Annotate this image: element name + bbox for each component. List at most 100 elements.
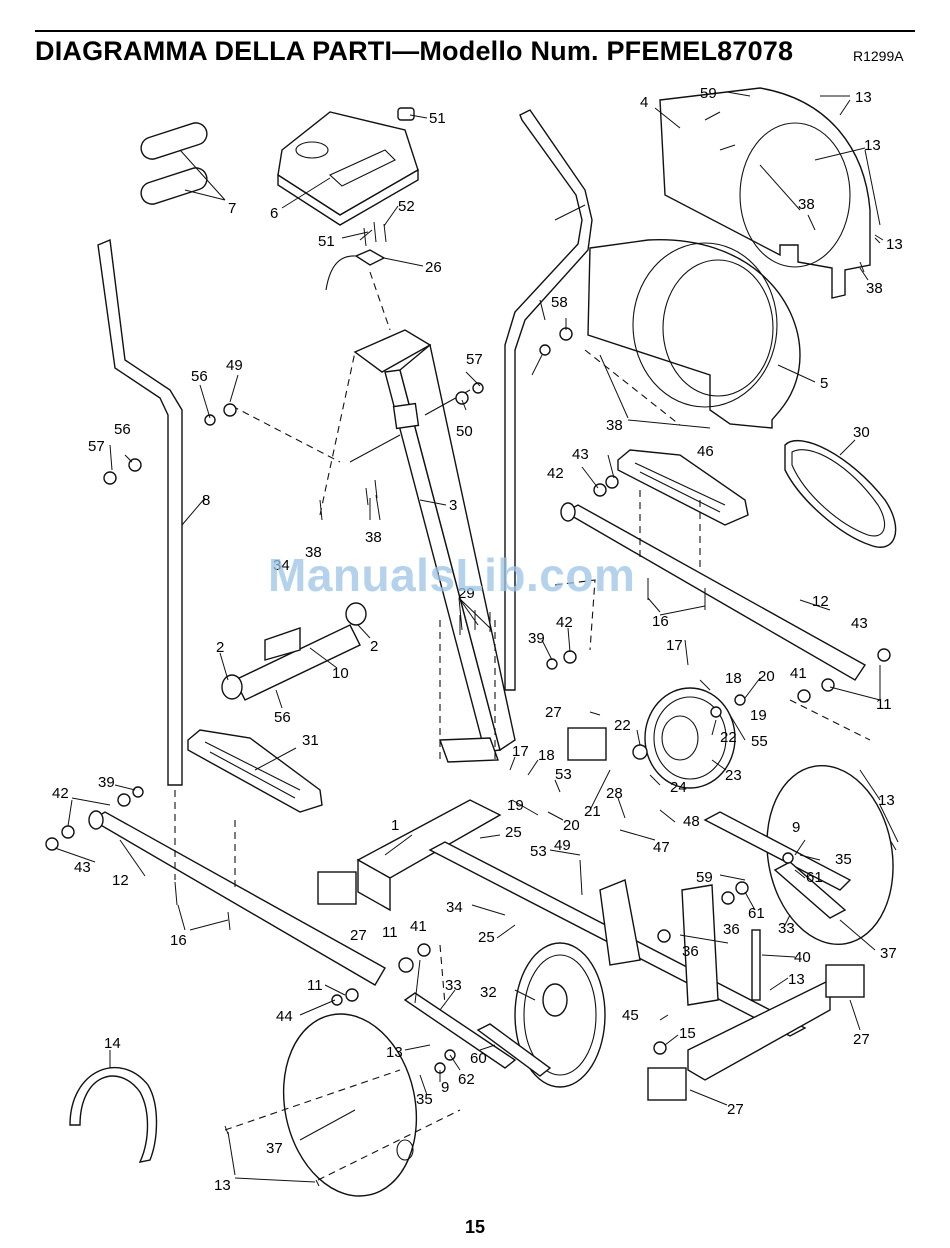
callout-label: 20 [758,668,775,685]
callout-label: 34 [273,557,290,574]
console [277,107,419,226]
callout-label: 42 [556,614,573,631]
flywheel-bracket [599,879,761,1006]
callout-label: 11 [382,924,398,941]
callout-label: 38 [866,280,883,297]
callout-label: 8 [202,492,210,509]
callout-label: 36 [723,921,740,938]
right-upper-arm [504,109,593,691]
callout-label: 9 [792,819,800,836]
callout-label: 51 [429,110,446,127]
callout-label: 25 [505,824,522,841]
callout-label: 39 [528,630,545,647]
callout-label: 40 [794,949,811,966]
callout-label: 13 [386,1044,403,1061]
callout-label: 58 [551,294,568,311]
outer-shield [587,239,801,429]
callout-label: 39 [98,774,115,791]
assembly-lines [174,271,871,1181]
end-caps [317,727,865,1101]
callout-label: 25 [478,929,495,946]
callout-label: 12 [812,593,829,610]
callout-label: 27 [853,1031,870,1048]
callout-label: 2 [216,639,224,656]
callout-label: 29 [458,585,475,602]
right-disc [766,765,894,945]
callout-label: 11 [307,977,323,994]
callout-label: 61 [806,869,823,886]
hardware [45,234,897,1187]
callout-label: 60 [470,1050,487,1067]
callout-label: 34 [446,899,463,916]
callout-label: 28 [606,785,623,802]
callout-label: 41 [790,665,807,682]
callout-label: 47 [653,839,670,856]
callout-label: 52 [398,198,415,215]
callout-label: 51 [318,233,335,250]
callout-label: 22 [614,717,631,734]
callout-label: 43 [572,446,589,463]
callout-label: 46 [697,443,714,460]
callout-label: 33 [778,920,795,937]
callout-label: 38 [798,196,815,213]
callout-label: 48 [683,813,700,830]
callout-label: 18 [725,670,742,687]
callout-label: 44 [276,1008,293,1025]
callout-label: 27 [545,704,562,721]
callout-label: 56 [191,368,208,385]
callout-label: 1 [391,817,399,834]
right-crank-link [703,811,852,919]
page-number: 15 [464,1217,486,1237]
left-pedal-arm [88,810,386,986]
callout-label: 4 [640,94,648,111]
upright [349,329,516,753]
callout-label: 15 [679,1025,696,1042]
callout-label: 35 [835,851,852,868]
left-upper-arm [97,238,183,786]
callout-label: 35 [416,1091,433,1108]
callout-label: 37 [880,945,897,962]
callout-label: 50 [456,423,473,440]
left-disc [282,1013,418,1197]
callout-label: 38 [305,544,322,561]
callout-label: 13 [864,137,881,154]
callout-label: 59 [696,869,713,886]
callout-label: 13 [855,89,872,106]
flywheel [514,942,606,1088]
pivot-axle [221,602,367,701]
callout-label: 42 [547,465,564,482]
handle-grips [140,122,208,205]
right-pedal-arm [560,502,867,681]
header-rule [35,30,915,32]
callout-label: 18 [538,747,555,764]
callout-label: 30 [853,424,870,441]
callout-label: 41 [410,918,427,935]
u-bracket [69,1067,158,1163]
callout-label: 53 [555,766,572,783]
callout-label: 49 [226,357,243,374]
callout-label: 5 [820,375,828,392]
callout-label: 57 [466,351,483,368]
drive-belt [784,440,897,548]
callout-label: 2 [370,638,378,655]
callout-label: 49 [554,837,571,854]
callout-label: 55 [751,733,768,750]
callout-label: 62 [458,1071,475,1088]
callout-label: 32 [480,984,497,1001]
callout-label: 17 [512,743,529,760]
callout-label: 43 [74,859,91,876]
right-pedal [617,449,749,526]
callout-label: 6 [270,205,278,222]
callout-label: 36 [682,943,699,960]
callout-label: 53 [530,843,547,860]
callout-label: 37 [266,1140,283,1157]
callout-label: 20 [563,817,580,834]
reference-code: R1299A [853,48,904,64]
callout-label: 16 [652,613,669,630]
callout-label: 23 [725,767,742,784]
callout-label: 24 [670,779,687,796]
callout-label: 56 [114,421,131,438]
callout-label: 43 [851,615,868,632]
callout-label: 7 [228,200,236,217]
callout-label: 12 [112,872,129,889]
